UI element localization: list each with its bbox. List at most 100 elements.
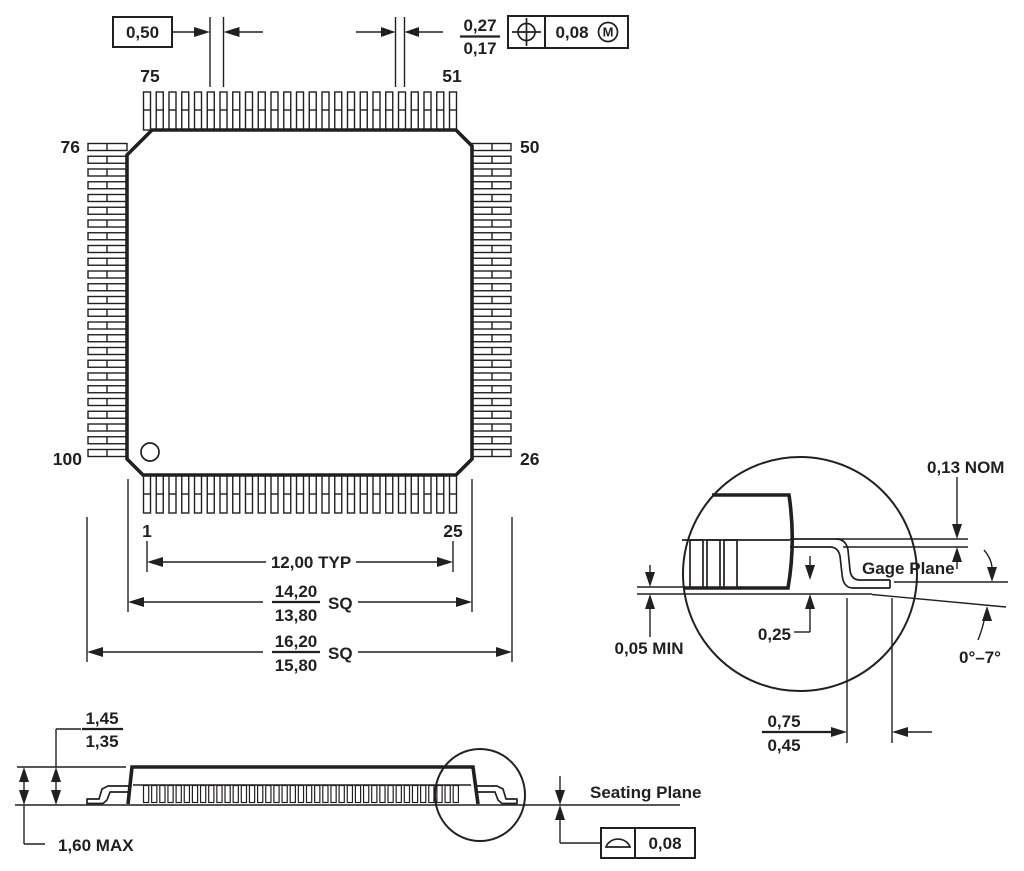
pin [206, 91, 215, 131]
gage-offset-dimension: 0,25 [758, 556, 815, 644]
bottom-pin-row [142, 474, 458, 514]
pin-1-indicator-icon [140, 442, 160, 462]
lead-stripe [232, 784, 239, 804]
pin [321, 91, 330, 131]
angled-lead-line [871, 593, 1007, 608]
detail-view: 0,13 NOM Gage Plane 0,05 MIN 0,25 [615, 456, 1008, 755]
top-view: 75 51 76 100 50 26 1 25 0,50 0,27 [53, 15, 629, 675]
overall-size-min: 15,80 [275, 656, 318, 675]
pin-left-bottom-label: 100 [53, 449, 82, 469]
body-size-dimension: 14,20 13,80 SQ [128, 582, 472, 625]
extension-lines [86, 479, 513, 662]
lead-stripe [297, 784, 305, 804]
lead-stripe [257, 784, 264, 804]
lead-stripe [362, 784, 370, 804]
foot-length-min: 0,45 [767, 736, 800, 755]
pin-top-left-label: 75 [140, 66, 160, 86]
pin [308, 91, 317, 131]
position-tolerance-value: 0,08 [555, 23, 588, 42]
flatness-icon [604, 838, 632, 848]
lead-detail-callout-circle [434, 748, 526, 842]
pin-bottom-left-label: 1 [142, 521, 152, 541]
lead-stripe [289, 784, 297, 804]
pin [142, 91, 152, 131]
body-section-outline [712, 493, 795, 590]
left-pin-row [87, 142, 128, 458]
package-body-outline [125, 128, 474, 477]
overall-size-suffix: SQ [328, 644, 353, 663]
lead-width-max: 0,27 [463, 16, 496, 35]
pin [372, 91, 381, 131]
lead-stripe [403, 784, 411, 804]
pin [359, 91, 368, 131]
foot-length-max: 0,75 [767, 712, 800, 731]
lead-stripe [330, 784, 337, 804]
pitch-dimension: 0,50 [112, 16, 263, 87]
pin [436, 91, 445, 131]
pin-bottom-right-label: 25 [443, 521, 463, 541]
pin [244, 91, 254, 131]
flatness-value: 0,08 [648, 834, 681, 853]
lead-width-dimension: 0,27 0,17 [356, 16, 500, 87]
height-dimensions: 1,60 MAX 1,45 1,35 [17, 709, 134, 855]
lead-angle-dimension: 0°–7° [959, 549, 1001, 667]
lead-stripe [248, 784, 256, 804]
foot-length-dimension: 0,75 0,45 [762, 598, 932, 755]
lead-stripe [265, 784, 272, 804]
pin-top-right-label: 51 [442, 66, 462, 86]
lead-stripe [191, 784, 199, 804]
body-height-max: 1,45 [85, 709, 118, 728]
lead-width-min: 0,17 [463, 39, 496, 58]
pin [346, 91, 356, 131]
left-lead [86, 785, 130, 805]
lead-stripe [322, 784, 329, 804]
lead-stripe [387, 784, 394, 804]
pin [283, 91, 292, 131]
lead-stripe [444, 784, 451, 804]
pin [270, 91, 279, 131]
max-height-value: 1,60 MAX [58, 836, 134, 855]
lead-stripe [338, 784, 345, 804]
lead-stripe [411, 784, 419, 804]
lead-stripe [354, 784, 362, 804]
lead-stripe [436, 784, 443, 804]
lead-stripe [175, 784, 182, 804]
pin [219, 91, 228, 131]
lead-stripe [346, 784, 354, 804]
lead-stripe [428, 784, 435, 804]
embedded-leads [684, 539, 741, 590]
lead-stripe [240, 784, 248, 804]
overall-size-max: 16,20 [275, 632, 318, 651]
right-lead [475, 785, 518, 805]
overall-size-dimension: 16,20 15,80 SQ [87, 632, 512, 675]
pin [448, 91, 458, 131]
body-size-suffix: SQ [328, 594, 353, 613]
pin [155, 91, 164, 131]
lead-stripe [314, 784, 321, 804]
lead-stripe [199, 784, 207, 804]
lead-stripe [167, 784, 174, 804]
pin [423, 91, 432, 131]
body-size-max: 14,20 [275, 582, 318, 601]
right-pin-row [471, 142, 512, 458]
mmc-icon: M [597, 21, 619, 43]
pin [181, 91, 190, 131]
lead-stripe [216, 784, 223, 804]
lead-thickness-value: 0,13 NOM [927, 458, 1004, 477]
position-tolerance-frame: 0,08 M [507, 15, 629, 49]
pin [193, 91, 203, 131]
side-view: 1,60 MAX 1,45 1,35 Seating Plane 0,08 [15, 709, 701, 859]
lead-thickness-dimension: 0,13 NOM [927, 458, 1004, 569]
position-tolerance-icon [512, 18, 541, 46]
pitch-value: 0,50 [126, 23, 159, 42]
lead-stripe [281, 784, 288, 804]
seating-plane-callout: Seating Plane 0,08 [555, 776, 701, 859]
lead-stripe [452, 784, 460, 804]
lead-stripe [371, 784, 378, 804]
lead-span-value: 12,00 TYP [271, 553, 351, 572]
standoff-dimension: 0,05 MIN [615, 565, 683, 658]
side-lead-stripes [142, 784, 460, 804]
flatness-frame: 0,08 [600, 827, 696, 859]
lead-stripe [379, 784, 386, 804]
